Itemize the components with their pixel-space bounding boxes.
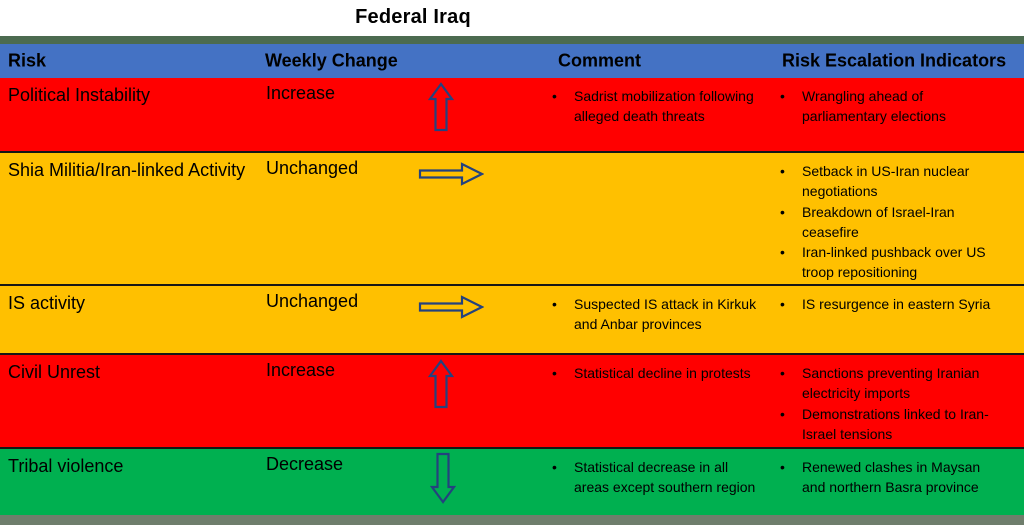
risk-cell: Political Instability [8,85,151,105]
bullet-icon: • [780,459,785,475]
comment-cell: • Statistical decline in protests [490,355,770,447]
comment-item-text: Statistical decline in protests [574,365,751,381]
indicator-item-text: IS resurgence in eastern Syria [802,296,991,312]
comment-item: • Suspected IS attack in Kirkuk and Anbar… [552,294,764,335]
bullet-icon: • [780,88,785,104]
table-row: IS activity Unchanged • Suspected IS attack… [0,284,1024,353]
indicator-item: • Wrangling ahead of parliamentary electi… [780,86,1004,127]
indicator-item-text: Renewed clashes in Maysan and northern B… [802,459,981,496]
risk-cell: Civil Unrest [8,362,101,382]
indicator-cell: • Wrangling ahead of parliamentary electi… [770,78,1024,151]
indicator-item-text: Sanctions preventing Iranian electricity… [802,365,980,402]
indicator-item-text: Demonstrations linked to Iran-Israel ten… [802,405,989,442]
up-arrow-icon [410,355,490,447]
comment-item: • Sadrist mobilization following alleged … [552,86,764,127]
indicator-item: • IS resurgence in eastern Syria [780,294,1004,314]
top-divider-bar [0,36,1024,44]
indicator-item-text: Setback in US-Iran nuclear negotiations [802,163,970,200]
comment-cell: • Sadrist mobilization following alleged … [490,78,770,151]
weekly-change-label: Unchanged [266,291,359,311]
indicator-cell: • Sanctions preventing Iranian electricit… [770,355,1024,447]
table-header-row: Risk Weekly Change Comment Risk Escalati… [0,44,1024,78]
indicator-cell: • Setback in US-Iran nuclear negotiations… [770,153,1024,284]
comment-item-text: Statistical decrease in all areas except… [574,459,756,496]
down-arrow-icon [410,449,490,515]
page-title: Federal Iraq [355,6,471,28]
indicator-item: • Iran-linked pushback over US troop repo… [780,242,1004,283]
indicator-item: • Sanctions preventing Iranian electricit… [780,363,1004,404]
indicator-item: • Renewed clashes in Maysan and northern … [780,457,1004,498]
bullet-icon: • [780,244,785,261]
comment-item: • Statistical decline in protests [552,363,764,383]
up-arrow-icon [410,78,490,151]
risk-cell: Shia Militia/Iran-linked Activity [8,160,246,180]
bullet-icon: • [552,296,557,312]
bullet-icon: • [780,163,785,179]
comment-item-text: Suspected IS attack in Kirkuk and Anbar … [574,296,757,333]
bullet-icon: • [780,203,785,220]
indicator-item: • Setback in US-Iran nuclear negotiations [780,161,1004,202]
bullet-icon: • [552,459,557,475]
column-header-risk: Risk [8,50,47,71]
risk-cell: Tribal violence [8,456,124,476]
weekly-change-label: Increase [266,360,336,380]
indicator-item-text: Iran-linked pushback over US troop repos… [802,244,986,281]
bullet-icon: • [780,365,785,381]
weekly-change-label: Unchanged [266,158,359,178]
indicator-cell: • IS resurgence in eastern Syria [770,286,1024,353]
indicator-item: • Breakdown of Israel-Iran ceasefire [780,202,1004,243]
column-header-weekly-change: Weekly Change [265,50,398,71]
comment-item: • Statistical decrease in all areas excep… [552,457,764,498]
comment-cell: • Suspected IS attack in Kirkuk and Anbar… [490,286,770,353]
table-row: Political Instability Increase • Sadrist mo… [0,78,1024,151]
table-row: Shia Militia/Iran-linked Activity Unchang… [0,151,1024,284]
bullet-icon: • [552,88,557,104]
table-row: Civil Unrest Increase • Statistical decline… [0,353,1024,447]
comment-cell [490,153,770,284]
column-header-risk-escalation-indicators: Risk Escalation Indicators [782,50,1007,71]
weekly-change-label: Increase [266,83,336,103]
bottom-divider-bar [0,515,1024,525]
comment-cell: • Statistical decrease in all areas excep… [490,449,770,515]
indicator-cell: • Renewed clashes in Maysan and northern … [770,449,1024,515]
right-arrow-icon [410,286,490,353]
comment-item-text: Sadrist mobilization following alleged d… [574,88,754,125]
bullet-icon: • [780,405,785,422]
indicator-item-text: Breakdown of Israel-Iran ceasefire [802,203,955,240]
bullet-icon: • [780,296,785,312]
weekly-change-label: Decrease [266,454,344,474]
indicator-item: • Demonstrations linked to Iran-Israel te… [780,404,1004,445]
table-row: Tribal violence Decrease • Statistical decr… [0,447,1024,515]
bullet-icon: • [552,365,557,381]
indicator-item-text: Wrangling ahead of parliamentary electio… [802,88,946,125]
column-header-comment: Comment [558,50,642,71]
right-arrow-icon [410,153,490,284]
risk-cell: IS activity [8,293,86,313]
